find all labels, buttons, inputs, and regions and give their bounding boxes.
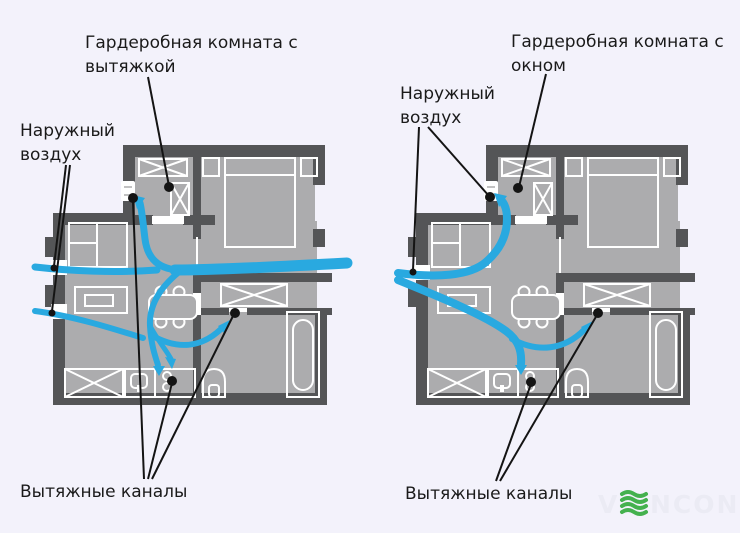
airflow-to-kitchen-2 bbox=[147, 323, 174, 362]
arrow-kitchen bbox=[515, 365, 527, 375]
right-diagram: Гардеробная комната с окном Наружный воз… bbox=[394, 32, 729, 504]
airflow-entry-1 bbox=[31, 263, 161, 275]
left-exhaust-channels-label: Вытяжные каналы bbox=[20, 482, 187, 502]
airflow-arc-to-wardrobe-window bbox=[394, 196, 511, 280]
dot-air-inlet bbox=[409, 268, 417, 276]
dot-air-inlet-1 bbox=[50, 264, 58, 272]
dot-exhaust-kitchen bbox=[526, 377, 536, 387]
logo-letters-ncon: NCON bbox=[650, 490, 739, 519]
left-outside-air-label: Наружный воздух bbox=[20, 121, 120, 165]
dot-exhaust-kitchen bbox=[167, 376, 177, 386]
dot-exhaust-wardrobe bbox=[128, 193, 138, 203]
airflow-main-band bbox=[169, 257, 353, 276]
dot-wardrobe-window bbox=[485, 192, 495, 202]
arrow-bathroom bbox=[218, 319, 232, 333]
right-outside-air-label: Наружный воздух bbox=[400, 84, 500, 128]
right-title-label: Гардеробная комната с окном bbox=[511, 32, 729, 76]
dot-exhaust-bathroom bbox=[230, 308, 240, 318]
dot-wardrobe-window-room bbox=[513, 183, 523, 193]
left-diagram: Гардеробная комната с вытяжкой Наружный … bbox=[20, 33, 353, 502]
right-callouts bbox=[409, 73, 603, 482]
airflow-left-plan bbox=[31, 195, 353, 376]
airflow-main bbox=[394, 276, 526, 368]
logo-wave-icon bbox=[620, 490, 648, 516]
arrow-wardrobe-window bbox=[494, 193, 507, 207]
airflow-to-wardrobe bbox=[136, 199, 181, 274]
airflow-to-bathroom bbox=[148, 326, 224, 348]
arrow-kitchen-2 bbox=[165, 357, 176, 369]
right-exhaust-channels-label: Вытяжные каналы bbox=[405, 484, 572, 504]
airflow-to-bathroom bbox=[509, 327, 587, 351]
arrow-kitchen-1 bbox=[153, 366, 165, 376]
logo-letter-v: V bbox=[598, 490, 619, 519]
dot-wardrobe-exhaust-room bbox=[164, 182, 174, 192]
left-title-label: Гардеробная комната с вытяжкой bbox=[85, 33, 303, 77]
airflow-entry-2 bbox=[32, 308, 146, 341]
left-callouts bbox=[48, 76, 240, 480]
dot-exhaust-bathroom bbox=[593, 308, 603, 318]
vencon-logo: V NCON bbox=[598, 490, 739, 519]
dot-air-inlet-2 bbox=[48, 309, 56, 317]
